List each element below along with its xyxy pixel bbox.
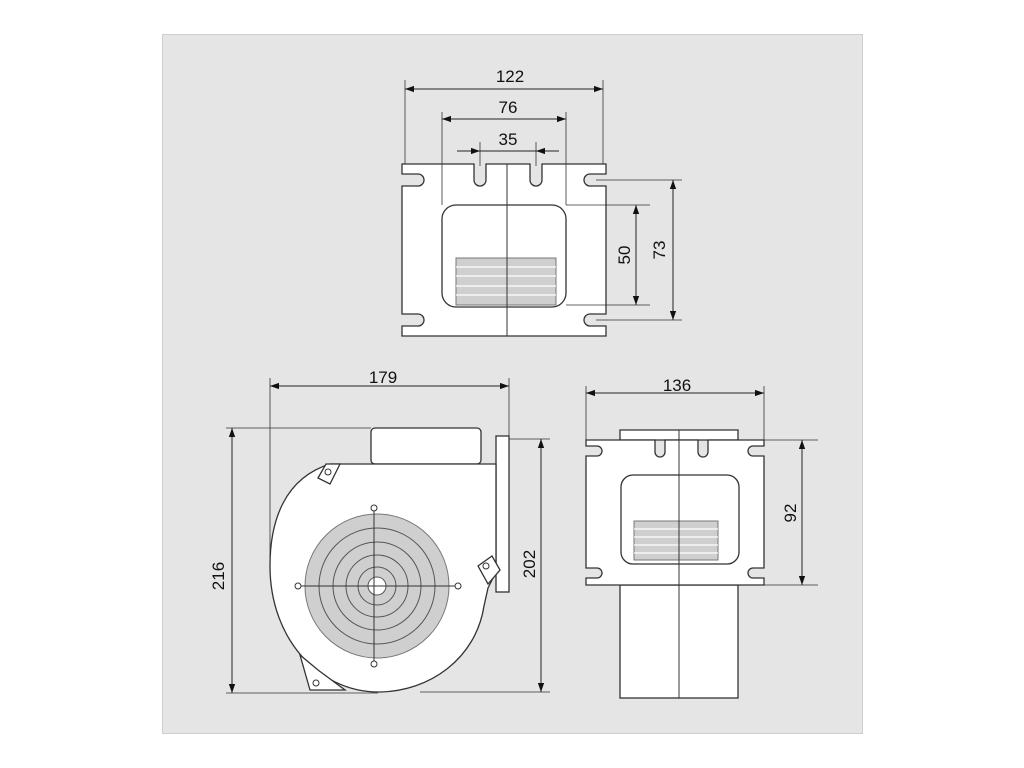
top-view: 122 76 35 50 73	[401, 67, 682, 337]
right-tab	[477, 555, 501, 586]
lower-bracket	[298, 653, 347, 691]
grille-label	[455, 257, 557, 306]
dim-label-216: 216	[209, 562, 228, 590]
dim-label-50: 50	[615, 246, 634, 265]
side-view: 179 216 202	[209, 368, 550, 694]
upper-bracket	[317, 463, 342, 485]
dim-label-202: 202	[520, 550, 539, 578]
dim-label-92: 92	[781, 504, 800, 523]
dim-label-73: 73	[650, 241, 669, 260]
front-view: 136 92	[585, 376, 818, 699]
dim-label-122: 122	[496, 67, 524, 86]
motor-housing	[370, 427, 482, 465]
dim-label-179: 179	[369, 368, 397, 387]
dim-label-76: 76	[499, 98, 518, 117]
dim-label-136: 136	[663, 376, 691, 395]
dim-label-35: 35	[499, 130, 518, 149]
front-grille-label	[633, 520, 719, 561]
